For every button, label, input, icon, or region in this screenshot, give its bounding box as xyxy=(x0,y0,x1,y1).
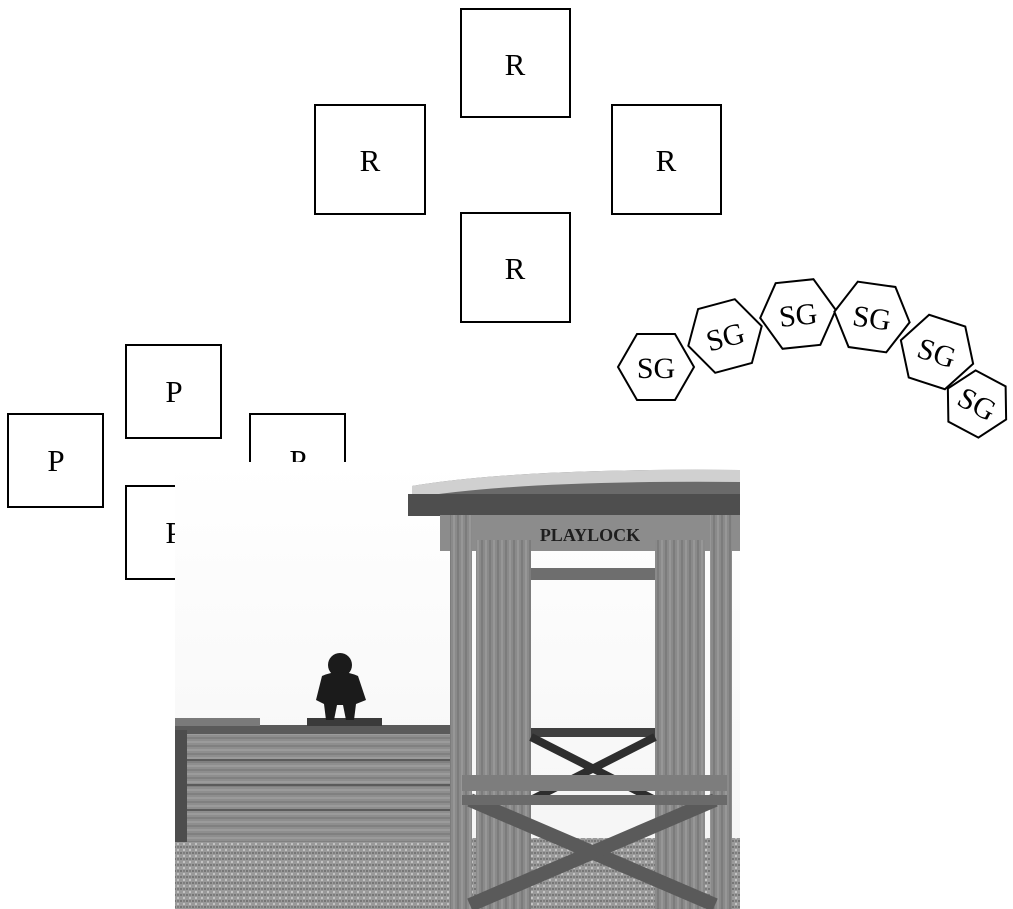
tower-roof: PLAYLOCK xyxy=(408,469,740,551)
sg-hexagon-4: SG xyxy=(833,280,911,354)
r-box-left: R xyxy=(314,104,426,215)
sg-hexagon-6: SG xyxy=(946,369,1008,439)
silhouette-target xyxy=(307,653,382,726)
tower-sign: PLAYLOCK xyxy=(540,525,640,545)
log-wall xyxy=(175,718,465,842)
p-box-left: P xyxy=(7,413,104,508)
sg-hexagon-3: SG xyxy=(759,278,837,350)
r-box-top: R xyxy=(460,8,571,118)
sg-label-4: SG xyxy=(851,299,894,337)
p-box-left-label: P xyxy=(47,443,64,478)
sg-hexagon-5: SG xyxy=(899,313,975,391)
tower-frame xyxy=(450,515,732,909)
r-box-right-label: R xyxy=(656,143,677,178)
r-box-right: R xyxy=(611,104,722,215)
p-box-top-label: P xyxy=(165,374,182,409)
r-box-top-label: R xyxy=(505,47,526,82)
r-box-bottom-label: R xyxy=(505,251,526,286)
r-box-bottom: R xyxy=(460,212,571,323)
sg-hexagon-2: SG xyxy=(687,298,763,374)
tower-photo: PLAYLOCK xyxy=(175,462,740,909)
sg-hexagon-1: SG xyxy=(616,333,696,401)
sg-label-1: SG xyxy=(637,352,675,385)
sg-label-3: SG xyxy=(777,297,819,334)
p-box-top: P xyxy=(125,344,222,439)
r-box-left-label: R xyxy=(360,143,381,178)
